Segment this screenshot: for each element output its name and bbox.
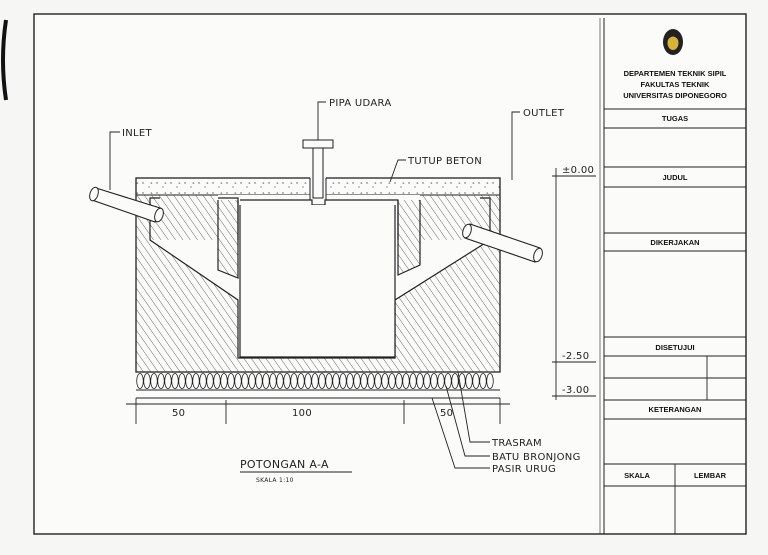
university-name: UNIVERSITAS DIPONEGORO xyxy=(623,91,727,100)
outlet-pipe xyxy=(462,223,543,263)
elevation-mid: -2.50 xyxy=(562,351,589,362)
right-baffle xyxy=(397,200,421,276)
inlet-pipe xyxy=(89,186,164,223)
air-vent-pipe xyxy=(302,139,334,199)
tutup-beton-label: TUTUP BETON xyxy=(407,156,482,167)
keterangan-label: KETERANGAN xyxy=(649,405,702,414)
gravel-layer xyxy=(136,371,500,391)
gravel-stone xyxy=(486,373,494,389)
title-block: DEPARTEMEN TEKNIK SIPIL FAKULTAS TEKNIK … xyxy=(599,18,746,534)
inlet-label: INLET xyxy=(122,128,153,139)
faculty-name: FAKULTAS TEKNIK xyxy=(641,80,710,89)
binding-edge xyxy=(1,19,8,101)
batu-bronjong-label: BATU BRONJONG xyxy=(492,452,581,463)
pipa-udara-label: PIPA UDARA xyxy=(329,98,391,109)
section-scale: SKALA 1:10 xyxy=(256,477,294,484)
disetujui-label: DISETUJUI xyxy=(655,343,694,352)
skala-label: SKALA xyxy=(624,471,650,480)
left-baffle xyxy=(217,200,239,279)
trasram-label: TRASRAM xyxy=(491,438,542,449)
dikerjakan-label: DIKERJAKAN xyxy=(650,238,699,247)
elevation-top: ±0.00 xyxy=(562,165,594,176)
dimension-center: 100 xyxy=(292,408,312,419)
dimension-right: 50 xyxy=(440,408,453,419)
lembar-label: LEMBAR xyxy=(694,471,727,480)
section-title: POTONGAN A-A xyxy=(240,458,329,471)
pasir-urug-label: PASIR URUG xyxy=(492,464,556,475)
tugas-label: TUGAS xyxy=(662,114,688,123)
leader-lines xyxy=(109,101,520,469)
department-name: DEPARTEMEN TEKNIK SIPIL xyxy=(624,69,727,78)
inner-space xyxy=(240,205,395,357)
dimension-left: 50 xyxy=(172,408,185,419)
elevation-markers xyxy=(552,168,596,400)
elevation-bottom: -3.00 xyxy=(562,385,589,396)
tank-section xyxy=(89,139,543,399)
outlet-label: OUTLET xyxy=(523,108,565,119)
dimension-lines xyxy=(126,398,510,424)
university-logo-icon xyxy=(663,29,683,55)
gravel-stone xyxy=(255,373,263,389)
judul-label: JUDUL xyxy=(662,173,687,182)
